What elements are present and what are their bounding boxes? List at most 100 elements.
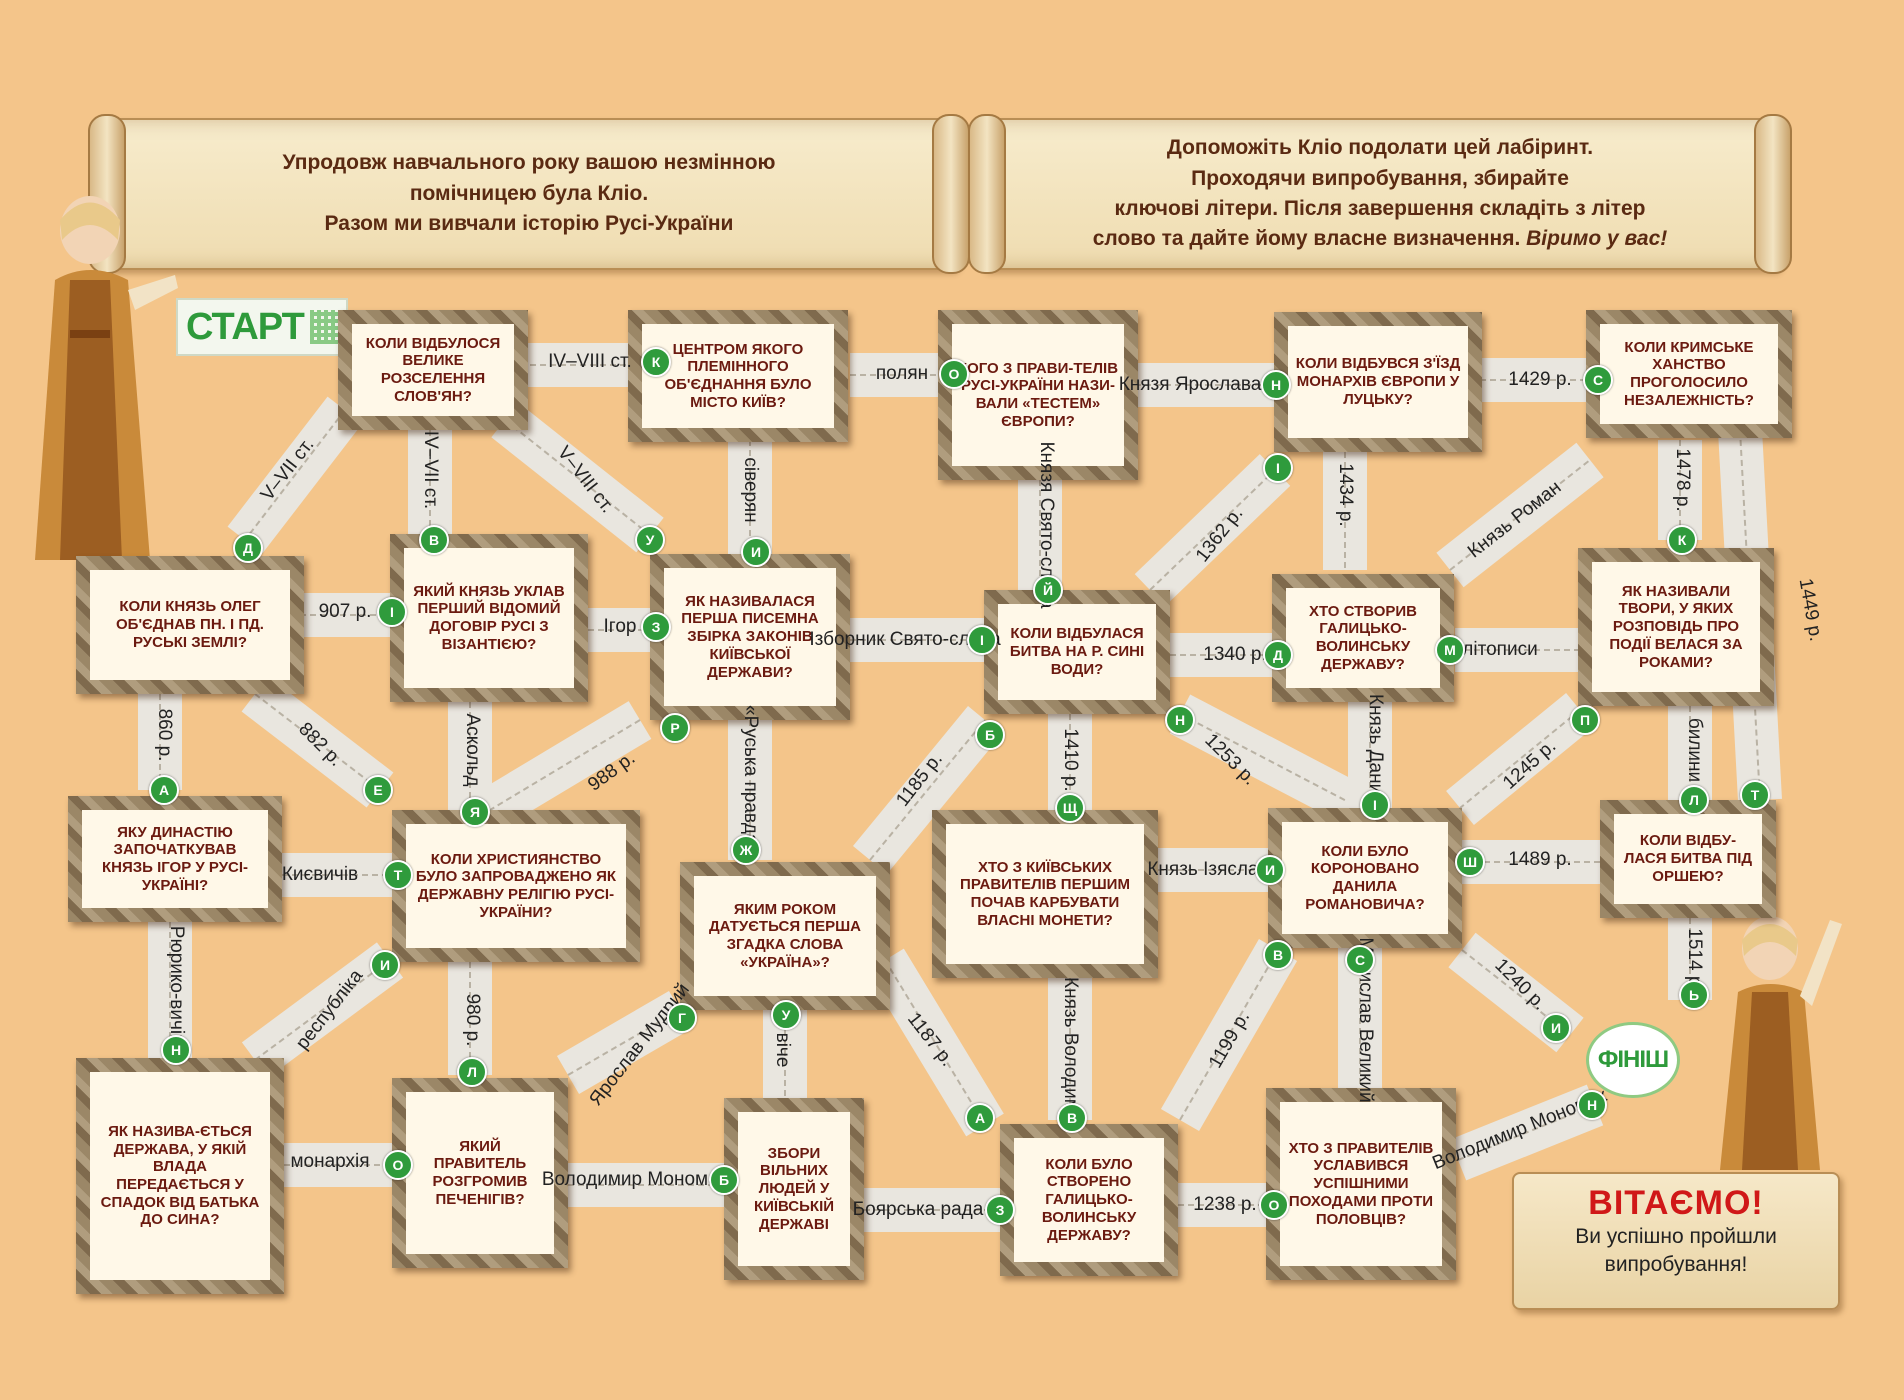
question-text: КОЛИ ВІДБУВСЯ З'ЇЗД МОНАРХІВ ЄВРОПИ У ЛУ… xyxy=(1295,355,1461,408)
letter-badge: Р xyxy=(660,713,690,743)
question-box-8: ЯК НАЗИВАЛАСЯ ПЕРША ПИСЕМНА ЗБІРКА ЗАКОН… xyxy=(650,554,850,720)
letter-badge: Т xyxy=(1740,780,1770,810)
letter-badge: О xyxy=(1259,1190,1289,1220)
intro-left-line: Разом ми вивчали історію Русі-України xyxy=(324,212,734,236)
letter-badge: Я xyxy=(460,797,490,827)
letter-badge: П xyxy=(1570,705,1600,735)
answer-label[interactable]: Ігор xyxy=(603,616,637,638)
question-text: КОЛИ ХРИСТИЯНСТВО БУЛО ЗАПРОВАДЖЕНО ЯК Д… xyxy=(415,850,617,921)
answer-label[interactable]: сіверян xyxy=(739,457,761,523)
maze-path-edge xyxy=(504,419,651,536)
answer-label[interactable]: Ізборник Свято-слава xyxy=(809,629,1001,651)
congrats-title: ВІТАЄМО! xyxy=(1588,1184,1764,1222)
congrats-scroll: ВІТАЄМО! Ви успішно пройшли випробування… xyxy=(1512,1172,1840,1310)
question-text: ЦЕНТРОМ ЯКОГО ПЛЕМІННОГО ОБ'ЄДНАННЯ БУЛО… xyxy=(664,340,812,411)
letter-badge: Л xyxy=(457,1057,487,1087)
letter-badge: Л xyxy=(1679,785,1709,815)
congrats-line: випробування! xyxy=(1604,1253,1748,1277)
answer-label[interactable]: 1340 р. xyxy=(1203,644,1267,666)
maze-path-edge xyxy=(1179,949,1279,1121)
answer-label[interactable]: IV–VIII ст. xyxy=(548,351,632,373)
answer-label[interactable]: Володимир Мономах xyxy=(541,1169,729,1191)
letter-badge: И xyxy=(1255,855,1285,885)
letter-badge: Д xyxy=(1263,640,1293,670)
letter-badge: І xyxy=(967,625,997,655)
question-box-4: КОЛИ ВІДБУВСЯ З'ЇЗД МОНАРХІВ ЄВРОПИ У ЛУ… xyxy=(1274,312,1482,452)
letter-badge: Ж xyxy=(731,835,761,865)
answer-label[interactable]: 860 р. xyxy=(153,708,175,762)
answer-label[interactable]: билини xyxy=(1683,717,1705,783)
question-box-2: ЦЕНТРОМ ЯКОГО ПЛЕМІННОГО ОБ'ЄДНАННЯ БУЛО… xyxy=(628,310,848,442)
answer-label[interactable]: Аскольд xyxy=(461,713,483,787)
intro-emphasis: Віримо у вас! xyxy=(1526,227,1668,251)
answer-label[interactable]: полян xyxy=(875,363,929,385)
answer-label[interactable]: 1478 р. xyxy=(1671,448,1693,512)
answer-label[interactable]: IV–VII ст. xyxy=(419,430,441,510)
question-box-13: КОЛИ ХРИСТИЯНСТВО БУЛО ЗАПРОВАДЖЕНО ЯК Д… xyxy=(392,810,640,962)
klio-figure-right xyxy=(1720,916,1842,1170)
letter-badge: О xyxy=(939,359,969,389)
answer-label[interactable]: літописи xyxy=(1462,639,1538,661)
question-box-18: ЯК НАЗИВА-ЄТЬСЯ ДЕРЖАВА, У ЯКІЙ ВЛАДА ПЕ… xyxy=(76,1058,284,1294)
question-text: ЯКИМ РОКОМ ДАТУЄТЬСЯ ПЕРША ЗГАДКА СЛОВА … xyxy=(709,900,861,971)
question-box-15: ХТО З КИЇВСЬКИХ ПРАВИТЕЛІВ ПЕРШИМ ПОЧАВ … xyxy=(932,810,1158,978)
answer-label[interactable]: Рюрико-вичів xyxy=(165,925,187,1045)
question-box-3: КОГО З ПРАВИ-ТЕЛІВ РУСІ-УКРАЇНИ НАЗИ-ВАЛ… xyxy=(938,310,1138,480)
question-text: ХТО З ПРАВИТЕЛІВ УСЛАВИВСЯ УСПІШНИМИ ПОХ… xyxy=(1288,1139,1434,1228)
question-text: КОЛИ ВІДБУЛАСЯ БИТВА НА Р. СИНІ ВОДИ? xyxy=(1009,625,1145,678)
answer-label[interactable]: 1238 р. xyxy=(1193,1194,1257,1216)
intro-scroll-left: Упродовж навчального року вашою незмінно… xyxy=(88,114,970,274)
letter-badge: Н xyxy=(1261,370,1291,400)
answer-label[interactable]: Князя Ярослава xyxy=(1118,374,1262,396)
question-text: ЯКИЙ ПРАВИТЕЛЬ РОЗГРОМИВ ПЕЧЕНІГІВ? xyxy=(432,1137,528,1208)
answer-label[interactable]: Києвичів xyxy=(281,864,359,886)
letter-badge: У xyxy=(635,525,665,555)
question-text: КОЛИ ВІДБУ-ЛАСЯ БИТВА ПІД ОРШЕЮ? xyxy=(1623,832,1753,885)
letter-badge: Ь xyxy=(1679,980,1709,1010)
question-box-1: КОЛИ ВІДБУЛОСЯ ВЕЛИКЕ РОЗСЕЛЕННЯ СЛОВ'ЯН… xyxy=(338,310,528,430)
answer-label[interactable]: «Руська правда» xyxy=(739,704,761,856)
question-box-16: КОЛИ БУЛО КОРОНОВАНО ДАНИЛА РОМАНОВИЧА? xyxy=(1268,808,1462,948)
answer-label[interactable]: 1429 р. xyxy=(1508,369,1572,391)
question-box-10: ХТО СТВОРИВ ГАЛИЦЬКО-ВОЛИНСЬКУ ДЕРЖАВУ? xyxy=(1272,574,1454,702)
intro-right-line: Допоможіть Кліо подолати цей лабіринт. xyxy=(1166,136,1594,160)
letter-badge: Б xyxy=(709,1165,739,1195)
letter-badge: К xyxy=(641,347,671,377)
question-box-9: КОЛИ ВІДБУЛАСЯ БИТВА НА Р. СИНІ ВОДИ? xyxy=(984,590,1170,714)
question-box-11: ЯК НАЗИВАЛИ ТВОРИ, У ЯКИХ РОЗПОВІДЬ ПРО … xyxy=(1578,548,1774,706)
answer-label[interactable]: 1489 р. xyxy=(1508,849,1572,871)
question-text: КОЛИ ВІДБУЛОСЯ ВЕЛИКЕ РОЗСЕЛЕННЯ СЛОВ'ЯН… xyxy=(365,334,501,405)
letter-badge: З xyxy=(641,612,671,642)
answer-label[interactable]: 1434 р. xyxy=(1334,463,1356,527)
letter-badge: Н xyxy=(1165,705,1195,735)
question-text: ХТО З КИЇВСЬКИХ ПРАВИТЕЛІВ ПЕРШИМ ПОЧАВ … xyxy=(960,858,1130,929)
answer-label[interactable]: Боярська рада xyxy=(852,1199,984,1221)
question-text: ЯК НАЗИВАЛАСЯ ПЕРША ПИСЕМНА ЗБІРКА ЗАКОН… xyxy=(681,592,819,681)
letter-badge: Д xyxy=(233,533,263,563)
letter-badge: И xyxy=(370,950,400,980)
maze-path-edge xyxy=(489,719,641,811)
intro-right-line: Проходячи випробування, збирайте xyxy=(1191,166,1569,190)
answer-label[interactable]: 907 р. xyxy=(318,601,372,623)
klio-figure-left xyxy=(35,196,178,560)
question-text: КОЛИ КРИМСЬКЕ ХАНСТВО ПРОГОЛОСИЛО НЕЗАЛЕ… xyxy=(1624,338,1754,409)
answer-label[interactable]: 980 р. xyxy=(461,993,483,1047)
answer-label[interactable]: Князь Ізяслав xyxy=(1147,859,1269,881)
question-text: ЗБОРИ ВІЛЬНИХ ЛЮДЕЙ У КИЇВСЬКІЙ ДЕРЖАВІ xyxy=(753,1144,835,1233)
maze-path xyxy=(1436,442,1604,588)
intro-left-line: Упродовж навчального року вашою незмінно… xyxy=(282,151,776,175)
question-box-17: КОЛИ ВІДБУ-ЛАСЯ БИТВА ПІД ОРШЕЮ? xyxy=(1600,800,1776,918)
letter-badge: Н xyxy=(161,1035,191,1065)
intro-right-line: ключові літери. Після завершення складіт… xyxy=(1114,197,1646,220)
question-box-7: ЯКИЙ КНЯЗЬ УКЛАВ ПЕРШИЙ ВІДОМИЙ ДОГОВІР … xyxy=(390,534,588,702)
answer-label[interactable]: віче xyxy=(771,1032,793,1068)
letter-badge: А xyxy=(149,775,179,805)
answer-label[interactable]: монархія xyxy=(290,1151,370,1173)
letter-badge: А xyxy=(965,1103,995,1133)
start-label: СТАРТ xyxy=(186,305,305,348)
answer-label[interactable]: 1410 р. xyxy=(1059,728,1081,792)
question-box-22: ХТО З ПРАВИТЕЛІВ УСЛАВИВСЯ УСПІШНИМИ ПОХ… xyxy=(1266,1088,1456,1280)
maze-path-edge xyxy=(1179,713,1361,809)
